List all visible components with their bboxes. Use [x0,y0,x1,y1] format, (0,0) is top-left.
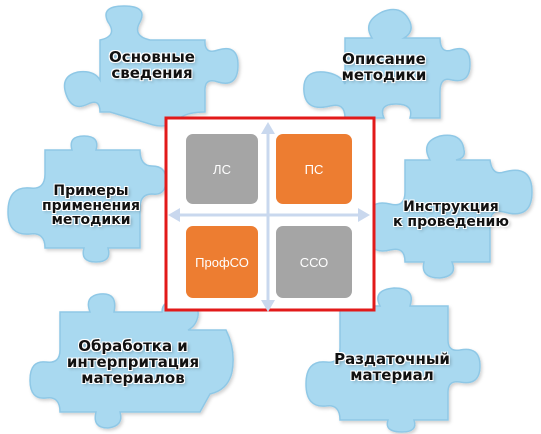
puzzle-piece-handout [305,287,481,433]
label-line: материал [350,365,434,384]
label-line: к проведению [393,213,509,230]
label-basic-info: Основные сведения [92,48,212,82]
tile-ps: ПС [276,134,352,204]
label-line: Инструкция [403,199,499,215]
tile-ls: ЛС [186,134,258,204]
label-line: Описание [342,50,426,68]
arrow-left-icon [168,208,180,222]
tile-label: ПрофСО [195,254,249,270]
label-line: сведения [111,63,193,82]
label-line: Раздаточный [334,350,450,368]
puzzle-piece-application-examples [7,135,167,263]
label-handout: Раздаточный материал [322,350,462,384]
tile-label: ЛС [213,161,231,177]
arrow-up-icon [261,122,275,134]
puzzle-piece-method-description [303,8,471,119]
tile-label: ССО [299,254,329,270]
label-instructions: Инструкция к проведению [384,200,518,229]
label-line: Обработка и [78,337,188,355]
label-processing: Обработка и интерпритация материалов [46,337,220,387]
label-line: методики [341,65,427,84]
label-line: Основные [109,48,195,66]
puzzle-piece-basic-info [63,5,239,127]
label-line: интерпритация [66,352,200,371]
label-line: применения [41,197,141,214]
label-line: методики [51,212,131,229]
arrow-right-icon [358,208,370,222]
label-line: Примеры [53,183,129,199]
arrow-down-icon [261,300,275,312]
tile-sso: ССО [276,226,352,298]
axis-arrows [168,122,370,312]
label-line: материалов [81,368,185,387]
tile-profso: ПрофСО [186,226,258,298]
puzzle-piece-processing [29,293,234,429]
label-method-description: Описание методики [318,50,450,84]
label-application-examples: Примеры применения методики [26,184,156,228]
tile-label: ПС [304,161,324,177]
